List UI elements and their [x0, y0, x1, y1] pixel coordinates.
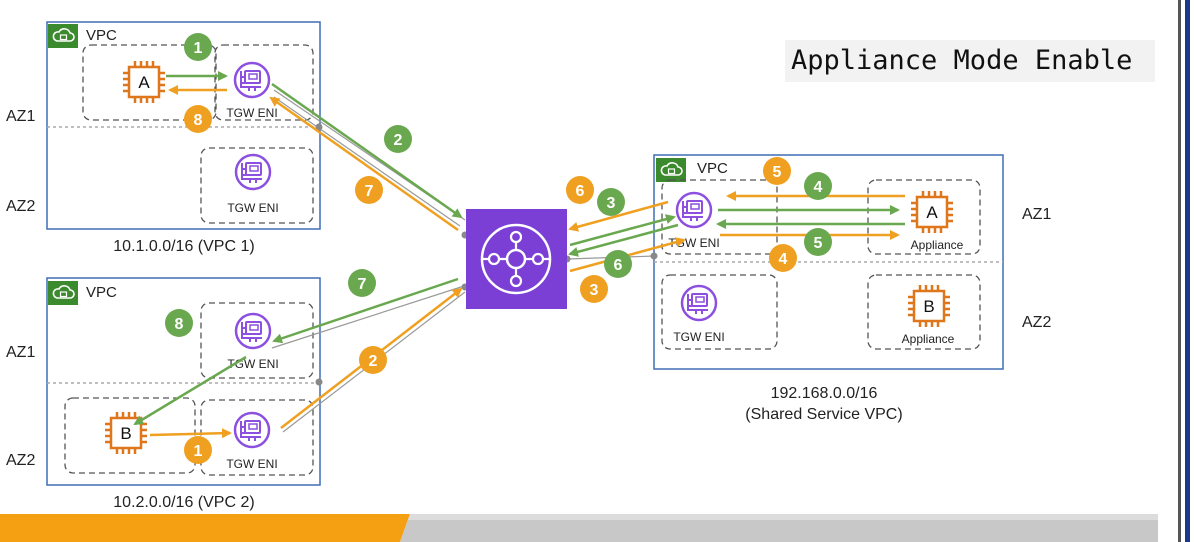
tgw-eni-label: TGW ENI: [227, 201, 278, 215]
svg-text:5: 5: [814, 235, 823, 252]
vpc-cidr: 10.2.0.0/16 (VPC 2): [113, 494, 254, 511]
step-6-badge: 6: [566, 176, 594, 204]
svg-text:2: 2: [369, 353, 378, 370]
tgw-eni-icon: [233, 411, 271, 449]
flow-arrows: [133, 71, 905, 439]
az1-label: AZ1: [6, 108, 35, 125]
appliance-b-label: Appliance: [902, 332, 955, 346]
appliance-b-letter: B: [923, 297, 934, 316]
vpc-icon: [47, 280, 79, 306]
svg-text:3: 3: [590, 282, 599, 299]
tgw-attachment-lines: [271, 89, 658, 433]
vpc-icon: [655, 157, 687, 183]
transit-gateway-icon: [466, 209, 567, 309]
tgw-eni-icon: [675, 191, 713, 229]
svg-text:3: 3: [607, 195, 616, 212]
az2-label: AZ2: [6, 198, 35, 215]
svg-text:7: 7: [358, 276, 367, 293]
step-badges: 1 8 2 7 7 8 2 1 6 3 6 3 5 4 5 4: [165, 33, 832, 464]
step-5-badge: 5: [763, 157, 791, 185]
vpc-tag: VPC: [697, 160, 728, 177]
step-6-badge: 6: [604, 250, 632, 278]
right-edge-accent: [1185, 0, 1190, 542]
vpc-icon: [47, 23, 79, 49]
appliance-a-label: Appliance: [911, 238, 964, 252]
vpc-cidr: 192.168.0.0/16: [771, 385, 878, 402]
svg-text:7: 7: [365, 183, 374, 200]
svg-text:6: 6: [576, 183, 585, 200]
appliance-mode-banner: Appliance Mode Enable: [785, 40, 1155, 82]
vpc-1: VPC A TGW ENI TGW ENI 10.1.0.0/16 (VPC 1…: [6, 21, 321, 255]
tgw-eni-icon: [680, 284, 718, 322]
svg-text:5: 5: [773, 164, 782, 181]
vpc-2: VPC TGW ENI B TGW ENI 10.2.0.0/16 (VPC 2…: [6, 277, 321, 511]
vpc-tag: VPC: [86, 284, 117, 301]
svg-text:8: 8: [175, 316, 184, 333]
step-1-badge: 1: [184, 33, 212, 61]
step-2-badge: 2: [359, 346, 387, 374]
step-1-badge: 1: [184, 436, 212, 464]
step-8-badge: 8: [184, 105, 212, 133]
bottom-accent-band: [0, 514, 1158, 542]
tgw-eni-icon: [234, 312, 272, 350]
step-4-badge: 4: [769, 244, 797, 272]
tgw-eni-icon: [233, 61, 271, 99]
shared-service-vpc: VPC TGW ENI TGW ENI A Appliance B Applia…: [653, 154, 1051, 423]
right-edge-strip: [1158, 0, 1194, 542]
step-7-badge: 7: [355, 176, 383, 204]
instance-a-label: A: [138, 73, 150, 92]
vpc-cidr-name: (Shared Service VPC): [745, 406, 902, 423]
appliance-a-letter: A: [926, 203, 938, 222]
step-5-badge: 5: [804, 228, 832, 256]
az2-label: AZ2: [6, 452, 35, 469]
tgw-eni-label: TGW ENI: [226, 106, 277, 120]
svg-text:4: 4: [779, 251, 788, 268]
tgw-eni-label: TGW ENI: [673, 330, 724, 344]
svg-text:2: 2: [394, 132, 403, 149]
step-7-badge: 7: [348, 269, 376, 297]
step-4-badge: 4: [804, 172, 832, 200]
tgw-eni-label: TGW ENI: [226, 457, 277, 471]
vpc-tag: VPC: [86, 27, 117, 44]
vpc-cidr: 10.1.0.0/16 (VPC 1): [113, 238, 254, 255]
right-edge-line: [1178, 0, 1181, 542]
tgw-eni-icon: [234, 153, 272, 191]
az2-label: AZ2: [1022, 314, 1051, 331]
svg-text:1: 1: [194, 40, 203, 57]
az1-label: AZ1: [6, 344, 35, 361]
step-3-badge: 3: [597, 188, 625, 216]
svg-text:4: 4: [814, 179, 823, 196]
svg-text:1: 1: [194, 443, 203, 460]
svg-text:6: 6: [614, 257, 623, 274]
step-3-badge: 3: [580, 275, 608, 303]
step-8-badge: 8: [165, 309, 193, 337]
instance-b-label: B: [120, 424, 131, 443]
az1-label: AZ1: [1022, 206, 1051, 223]
step-2-badge: 2: [384, 125, 412, 153]
svg-text:8: 8: [194, 112, 203, 129]
